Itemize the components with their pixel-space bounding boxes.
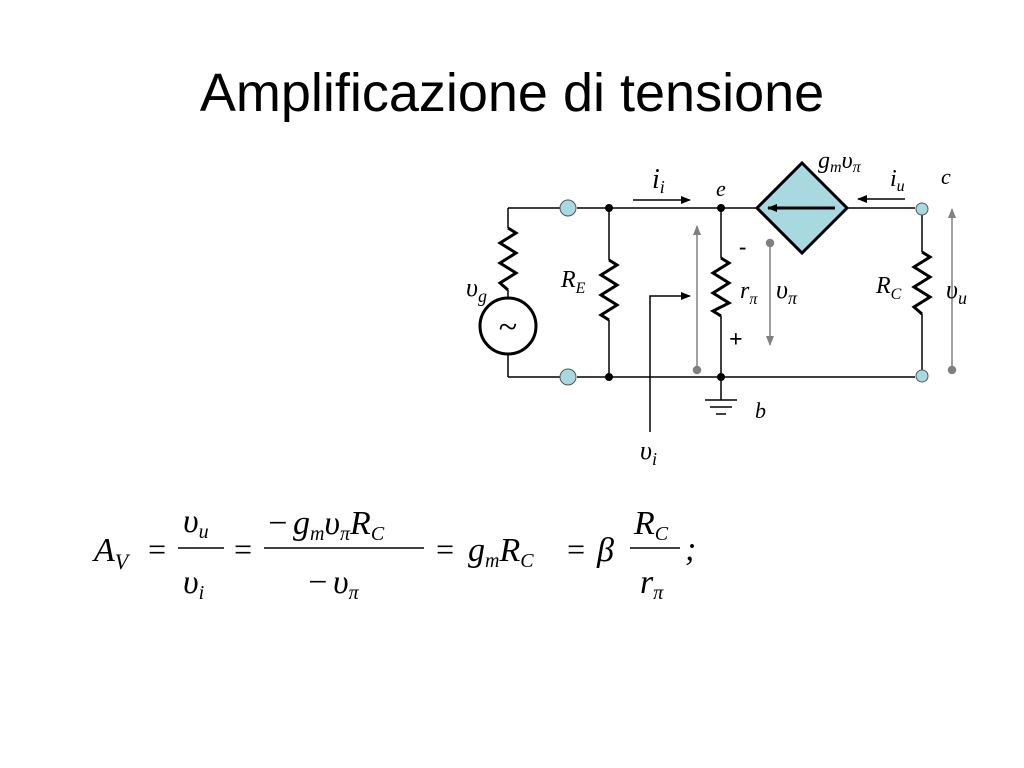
formula-frac2-den: −υπ [306,564,360,604]
circuit-wires [507,207,923,415]
junction-re-top [605,204,613,212]
formula-gm-rc: gmRC [468,532,534,572]
label-minus: - [739,234,746,259]
label-vi: υi [640,436,657,469]
label-re: RE [560,267,586,297]
label-vu: υu [946,275,967,308]
ac-symbol: ~ [499,309,517,346]
ac-source-icon [478,296,538,356]
resistor-source [497,226,519,292]
formula-frac2-num: −gmυπRC [266,505,385,545]
resistor-rc [911,250,933,316]
resistor-rpi [709,256,733,318]
terminal-bottom-right [915,369,929,383]
junction-re-bottom [605,373,613,381]
label-node-b: b [755,398,766,423]
junction-b [717,373,725,381]
formula-frac1-num: υu [183,503,209,543]
terminal-bottom-left [559,368,577,386]
terminal-top-left [559,199,577,217]
terminal-top-right [915,202,929,216]
label-ii: ii [652,164,665,197]
label-node-c: c [941,164,951,189]
resistor-re [598,258,620,322]
label-vpi: υπ [776,275,798,308]
label-rpi: rπ [740,278,758,308]
formula-eq-1: = [146,531,168,567]
label-gm-vpi: gmυπ [818,148,862,176]
formula-frac1-den: υi [183,564,204,604]
formula-eq-4: = [565,531,587,567]
label-rc: RC [875,273,902,303]
label-plus: + [729,327,743,353]
junction-e [717,204,725,212]
formula-beta: β [596,532,614,569]
formula-frac4-num: RC [633,505,669,545]
slide-title: Amplificazione di tensione [199,63,825,123]
formula-eq-3: = [434,531,456,567]
label-node-e: e [716,176,726,201]
label-vg: υg [466,273,487,306]
vi-pointer [649,292,691,432]
label-iu: iu [890,166,905,195]
formula-av: AV [92,532,131,574]
formula-frac4-den: rπ [640,564,664,604]
formula-eq-2: = [232,531,254,567]
formula-semicolon: ; [685,531,696,568]
